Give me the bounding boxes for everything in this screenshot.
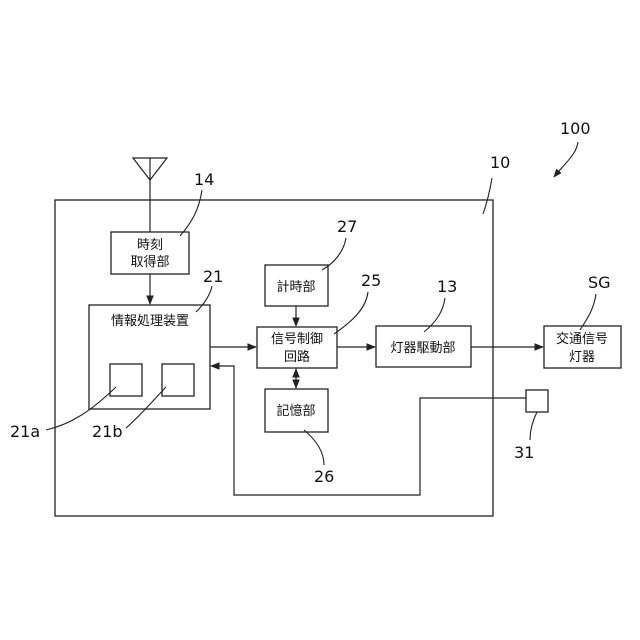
device-ref-label: 10 xyxy=(490,153,510,172)
memory-label: 記憶部 xyxy=(276,403,315,419)
clock-ref: 27 xyxy=(337,217,357,236)
traffic-signal-label-1: 交通信号 xyxy=(556,331,608,347)
signal-control-label-2: 回路 xyxy=(284,349,310,365)
sensor-box xyxy=(526,390,548,412)
traffic-signal-leader xyxy=(580,294,596,330)
sub-unit-21a-ref: 21a xyxy=(10,422,40,441)
lamp-driver-label: 灯器駆動部 xyxy=(390,341,455,356)
traffic-signal-label-2: 灯器 xyxy=(569,350,595,365)
sub-unit-21b-box xyxy=(162,364,194,396)
system-ref-label: 100 xyxy=(560,119,591,138)
time-acquisition-ref: 14 xyxy=(194,170,214,189)
system-ref-arrow xyxy=(554,142,578,177)
time-acquisition-label-2: 取得部 xyxy=(130,254,169,270)
sub-unit-21b-ref: 21b xyxy=(92,422,123,441)
memory-ref: 26 xyxy=(314,467,334,486)
info-processing-ref: 21 xyxy=(203,267,223,286)
sensor-leader xyxy=(530,412,537,440)
time-acquisition-label-1: 時刻 xyxy=(137,238,163,253)
signal-control-label-1: 信号制御 xyxy=(271,332,323,347)
lamp-driver-ref: 13 xyxy=(437,277,457,296)
clock-label: 計時部 xyxy=(276,279,315,295)
traffic-signal-ref: SG xyxy=(588,273,611,292)
sub-unit-21a-box xyxy=(110,364,142,396)
signal-control-ref: 25 xyxy=(361,271,381,290)
info-processing-label: 情報処理装置 xyxy=(111,314,189,329)
sensor-ref: 31 xyxy=(514,443,534,462)
